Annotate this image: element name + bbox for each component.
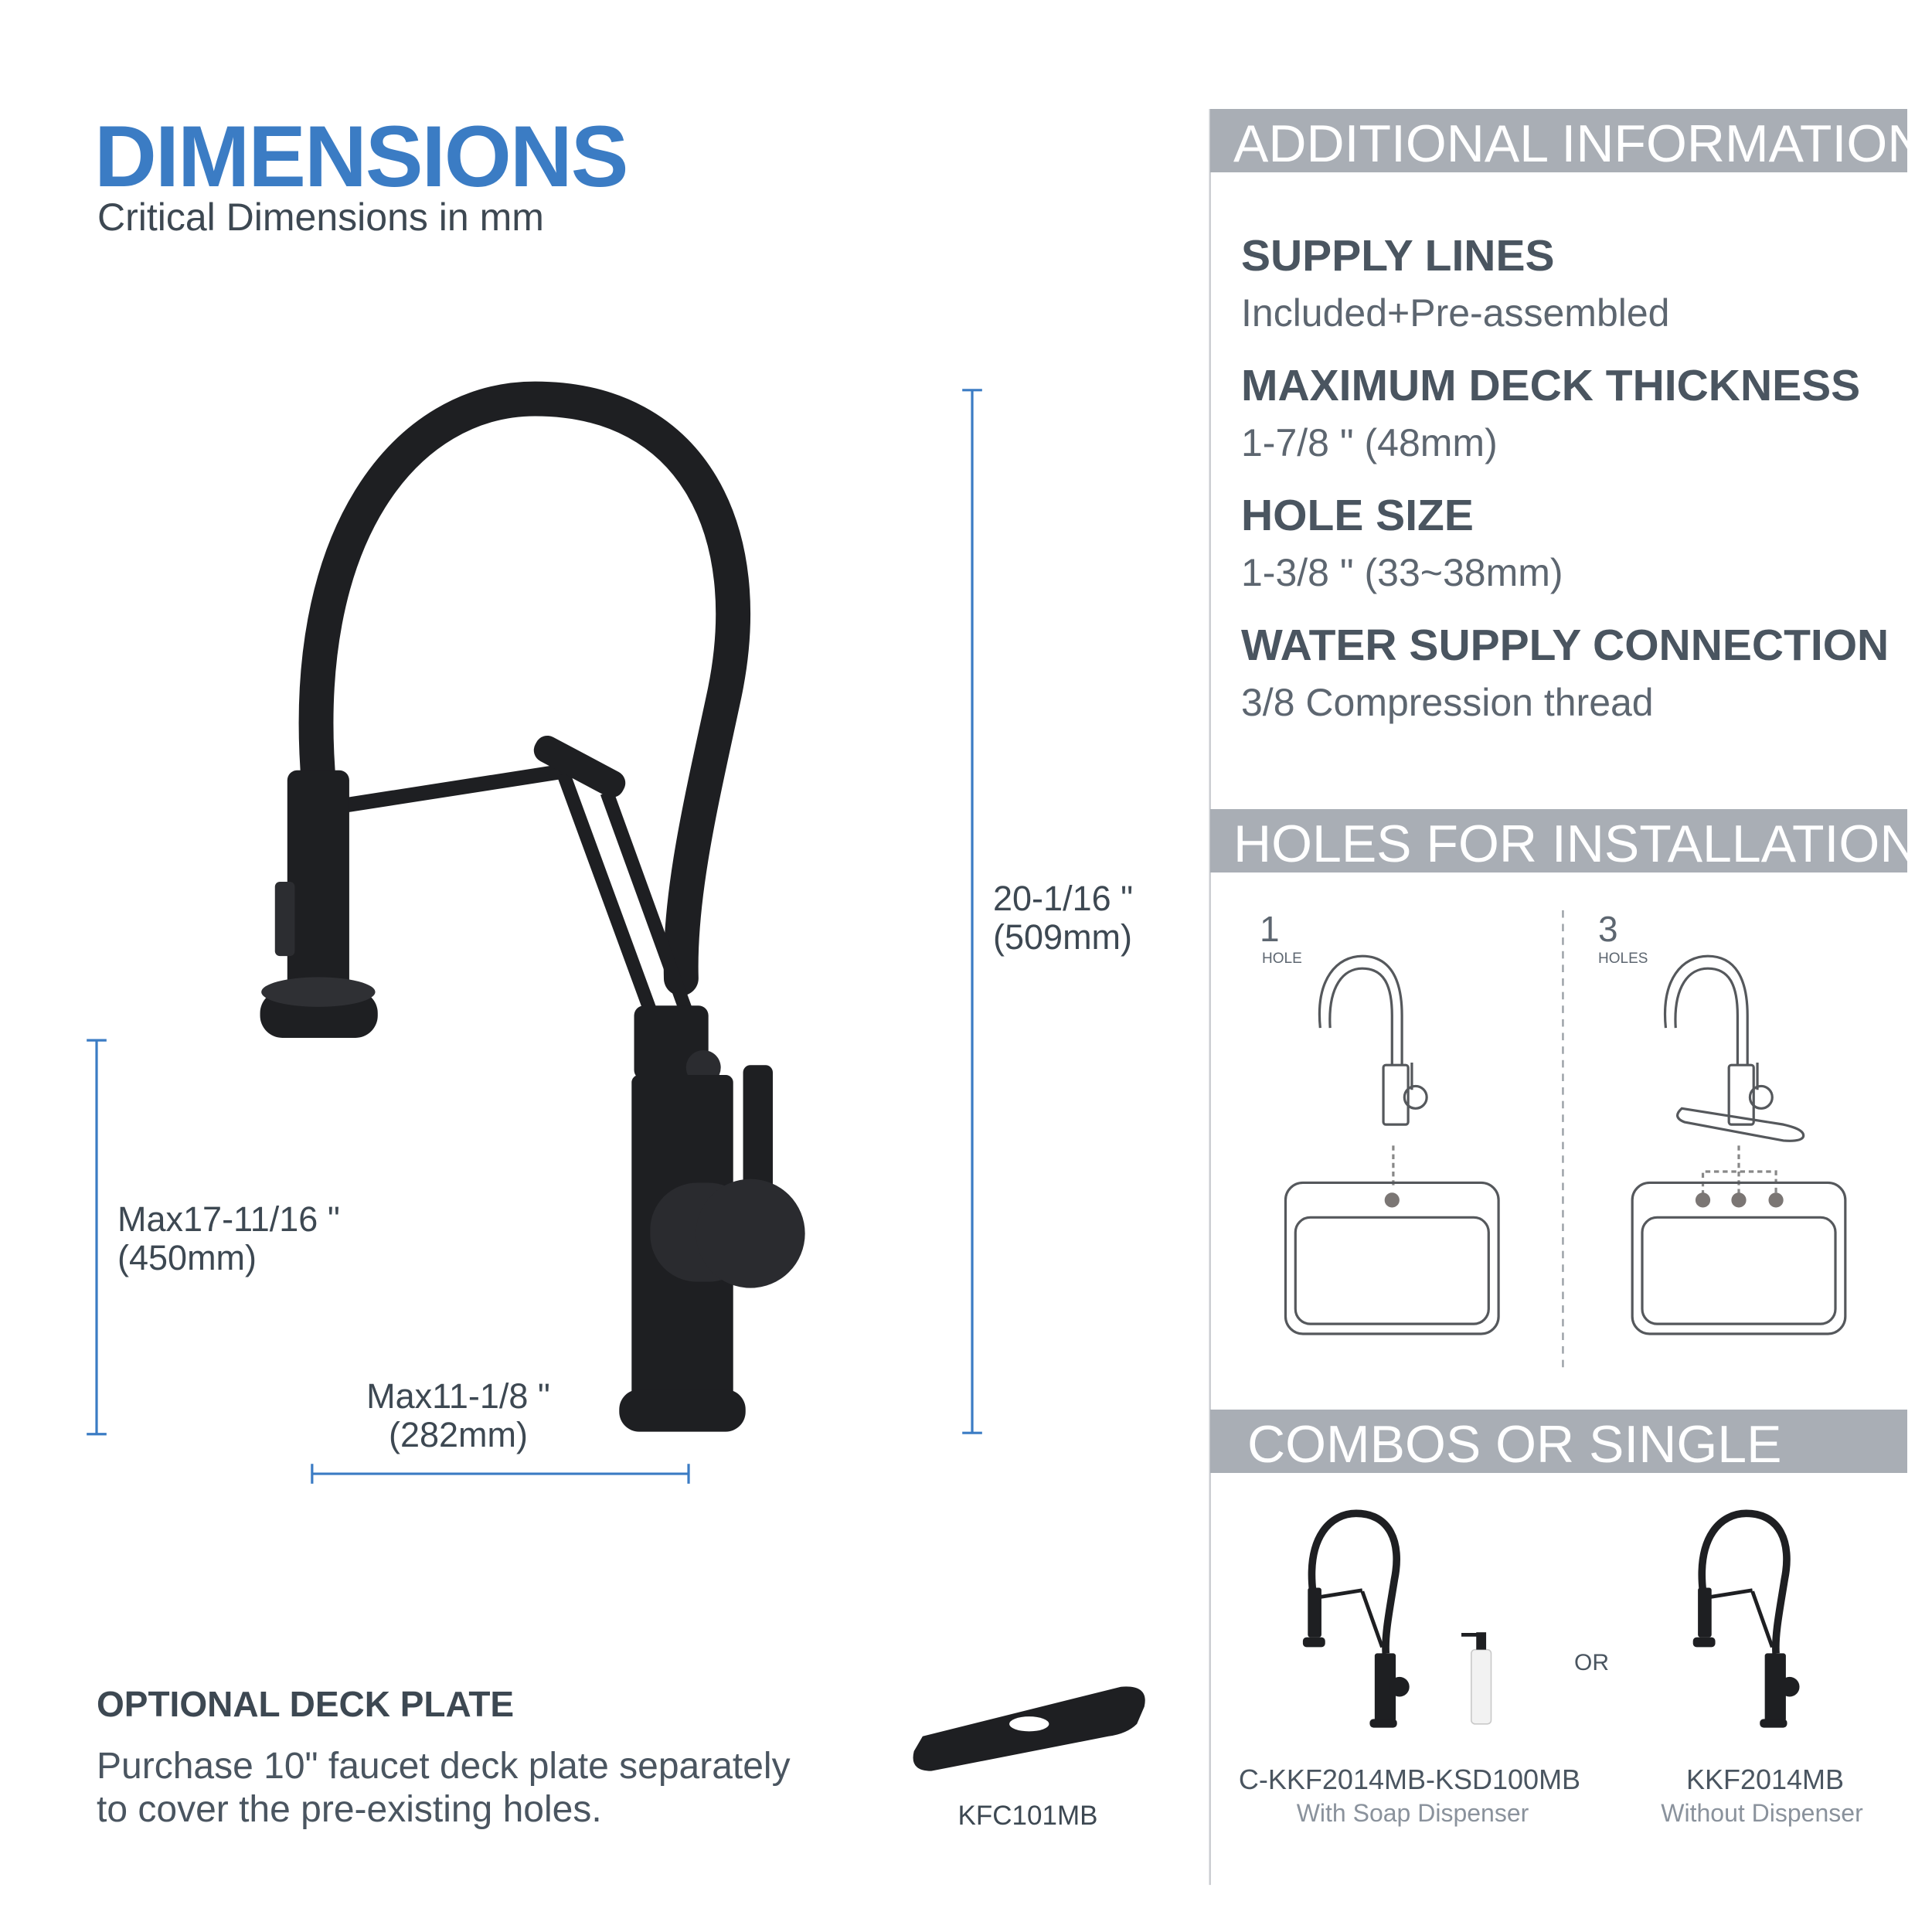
combo-faucet-with-dispenser [1302, 1509, 1410, 1728]
hole-label: HOLE [1262, 951, 1302, 967]
deck-plate-description: Purchase 10" faucet deck plate separatel… [97, 1745, 791, 1832]
spec-value: 1-3/8 " (33~38mm) [1241, 551, 1563, 594]
spec-value: 3/8 Compression thread [1241, 681, 1654, 724]
deck-plate-illustration [913, 1686, 1145, 1771]
hole-label: HOLES [1598, 951, 1648, 967]
spec-label: WATER SUPPLY CONNECTION [1241, 621, 1889, 670]
holes-title: HOLES FOR INSTALLATION [1233, 815, 1918, 873]
height-metric: (509mm) [993, 917, 1133, 957]
height-dimension-label: 20-1/16 " (509mm) [993, 879, 1133, 957]
deck-plate-heading: OPTIONAL DECK PLATE [97, 1684, 515, 1724]
spec-value: Included+Pre-assembled [1241, 291, 1670, 335]
spec-label: SUPPLY LINES [1241, 231, 1555, 281]
additional-info-title: ADDITIONAL INFORMATION [1233, 114, 1926, 173]
dimension-lines [87, 389, 982, 1484]
combo-description: With Soap Dispenser [1296, 1799, 1529, 1827]
spec-label: MAXIMUM DECK THICKNESS [1241, 361, 1861, 410]
page-title: DIMENSIONS [94, 108, 628, 205]
height-imperial: 20-1/16 " [993, 879, 1134, 918]
combos-title: COMBOS OR SINGLE [1247, 1415, 1782, 1474]
deck-plate-model: KFC101MB [957, 1801, 1098, 1831]
reach-imperial: Max11-1/8 " [366, 1376, 550, 1416]
holes-header: HOLES FOR INSTALLATION [1210, 809, 1917, 873]
combo-model: KKF2014MB [1685, 1764, 1845, 1795]
spec-label: HOLE SIZE [1241, 491, 1474, 540]
deck-plate-line1: Purchase 10" faucet deck plate separatel… [97, 1746, 791, 1787]
reach-metric: (282mm) [388, 1415, 529, 1454]
page-subtitle: Critical Dimensions in mm [97, 196, 544, 239]
spout-height-imperial: Max17-11/16 " [117, 1199, 340, 1239]
combo-description: Without Dispenser [1661, 1799, 1863, 1827]
soap-dispenser [1461, 1632, 1492, 1725]
handle-knob [696, 1179, 805, 1288]
three-hole-diagram [1631, 954, 1847, 1335]
or-label: OR [1574, 1650, 1609, 1675]
faucet-illustration [260, 381, 805, 1432]
combo-faucet-single [1692, 1509, 1800, 1728]
reach-label: Max11-1/8 " (282mm) [304, 1377, 613, 1454]
one-hole-diagram [1284, 954, 1500, 1335]
hole-count: 1 [1260, 909, 1280, 949]
spray-head [287, 770, 349, 992]
hole-count: 3 [1598, 909, 1618, 949]
combo-model: C-KKF2014MB-KSD100MB [1238, 1764, 1581, 1795]
handle-lever [743, 1065, 773, 1202]
spec-value: 1-7/8 " (48mm) [1241, 421, 1498, 464]
combos-header: COMBOS OR SINGLE [1210, 1410, 1907, 1474]
hose [298, 381, 751, 996]
spout-height-metric: (450mm) [117, 1238, 257, 1277]
additional-info-header: ADDITIONAL INFORMATION [1210, 109, 1925, 173]
deck-plate-line2: to cover the pre-existing holes. [97, 1789, 602, 1830]
spout-height-label: Max17-11/16 " (450mm) [117, 1200, 340, 1277]
